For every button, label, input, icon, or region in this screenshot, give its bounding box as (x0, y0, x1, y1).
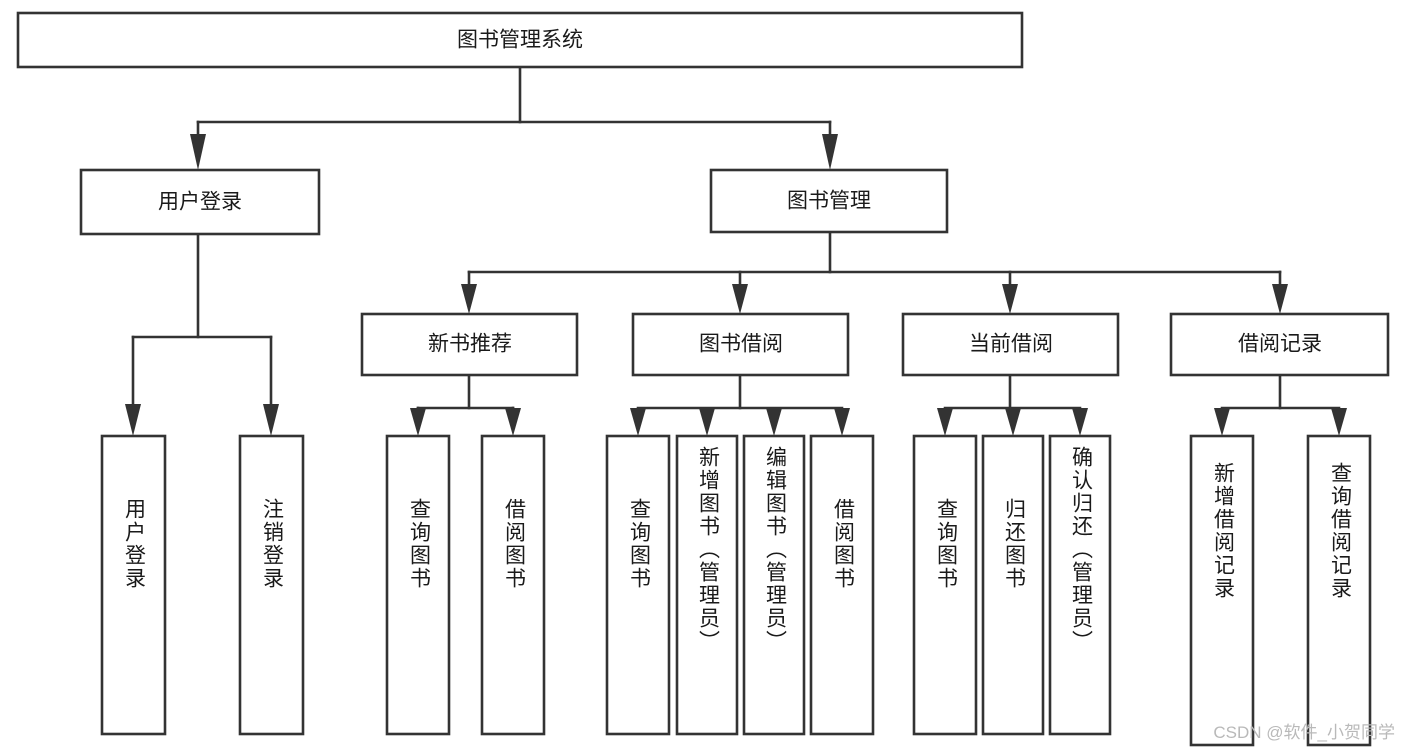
arrow-to-leaf-borrow-book-2 (834, 408, 850, 436)
arrow-to-leaf-logout-login (263, 404, 279, 436)
node-leaf-logout-login[interactable]: 注销登录 (238, 434, 305, 736)
node-borrow-record[interactable]: 借阅记录 (1169, 312, 1390, 377)
arrow-to-user-login (190, 134, 206, 170)
node-leaf-add-book[interactable]: 新增图书（管理员） (675, 434, 739, 736)
arrow-to-current-borrow (1002, 284, 1018, 314)
node-leaf-borrow-book-1[interactable]: 借阅图书 (480, 434, 546, 736)
node-leaf-edit-book-label: 编辑图书（管理员） (763, 446, 787, 653)
arrow-to-leaf-query-book-3 (937, 408, 953, 436)
node-leaf-logout-login-box[interactable] (238, 434, 305, 736)
arrow-to-leaf-add-record (1214, 408, 1230, 436)
node-leaf-logout-login-label: 注销登录 (260, 498, 284, 590)
arrow-to-leaf-edit-book (766, 408, 782, 436)
node-new-book-rec[interactable]: 新书推荐 (360, 312, 579, 377)
node-leaf-edit-book-box[interactable] (742, 434, 806, 736)
node-leaf-query-book-3-box[interactable] (912, 434, 978, 736)
node-leaf-query-record[interactable]: 查询借阅记录 (1306, 434, 1372, 747)
arrow-to-new-book-rec (461, 284, 477, 314)
node-leaf-query-book-2-box[interactable] (605, 434, 671, 736)
node-root-label: 图书管理系统 (457, 29, 583, 52)
arrow-to-leaf-query-book-2 (630, 408, 646, 436)
node-leaf-query-record-box[interactable] (1306, 434, 1372, 747)
arrow-to-borrow-record (1272, 284, 1288, 314)
node-leaf-confirm-return-box[interactable] (1048, 434, 1112, 736)
node-leaf-borrow-book-2-box[interactable] (809, 434, 875, 736)
node-leaf-query-book-1[interactable]: 查询图书 (385, 434, 451, 736)
node-current-borrow-label: 当前借阅 (969, 333, 1053, 356)
node-leaf-return-book-box[interactable] (981, 434, 1045, 736)
node-new-book-rec-box[interactable] (360, 312, 579, 377)
node-root[interactable]: 图书管理系统 (16, 11, 1024, 69)
arrow-to-leaf-query-book-1 (410, 408, 426, 436)
node-book-manage-label: 图书管理 (787, 190, 871, 213)
node-new-book-rec-label: 新书推荐 (428, 333, 512, 356)
node-leaf-borrow-book-2[interactable]: 借阅图书 (809, 434, 875, 736)
arrow-to-leaf-add-book (699, 408, 715, 436)
node-leaf-borrow-book-2-label: 借阅图书 (831, 498, 855, 590)
node-user-login[interactable]: 用户登录 (79, 168, 321, 236)
node-user-login-label: 用户登录 (158, 191, 242, 214)
arrow-to-leaf-return-book (1005, 408, 1021, 436)
arrow-to-leaf-borrow-book-1 (505, 408, 521, 436)
node-book-borrow-label: 图书借阅 (699, 333, 783, 356)
node-leaf-add-record-box[interactable] (1189, 434, 1255, 747)
node-current-borrow-box[interactable] (901, 312, 1120, 377)
node-book-borrow-box[interactable] (631, 312, 850, 377)
node-leaf-add-record[interactable]: 新增借阅记录 (1189, 434, 1255, 747)
node-book-manage[interactable]: 图书管理 (709, 168, 949, 234)
node-leaf-query-book-3-label: 查询图书 (934, 498, 958, 590)
node-leaf-add-book-label: 新增图书（管理员） (696, 446, 720, 653)
node-root-box[interactable] (16, 11, 1024, 69)
node-leaf-query-record-label: 查询借阅记录 (1328, 462, 1352, 600)
arrow-to-leaf-user-login (125, 404, 141, 436)
node-leaf-edit-book[interactable]: 编辑图书（管理员） (742, 434, 806, 736)
node-leaf-query-book-2-label: 查询图书 (627, 498, 651, 590)
node-leaf-user-login-label: 用户登录 (122, 498, 146, 590)
arrow-to-book-borrow (732, 284, 748, 314)
node-current-borrow[interactable]: 当前借阅 (901, 312, 1120, 377)
node-leaf-add-record-label: 新增借阅记录 (1211, 462, 1235, 600)
arrow-to-leaf-confirm-return (1072, 408, 1088, 436)
node-leaf-user-login[interactable]: 用户登录 (100, 434, 167, 736)
node-leaf-confirm-return-label: 确认归还（管理员） (1069, 446, 1093, 653)
node-leaf-query-book-1-box[interactable] (385, 434, 451, 736)
node-leaf-add-book-box[interactable] (675, 434, 739, 736)
node-leaf-user-login-box[interactable] (100, 434, 167, 736)
node-leaf-query-book-3[interactable]: 查询图书 (912, 434, 978, 736)
node-leaf-return-book-label: 归还图书 (1002, 498, 1026, 590)
node-leaf-return-book[interactable]: 归还图书 (981, 434, 1045, 736)
node-book-borrow[interactable]: 图书借阅 (631, 312, 850, 377)
arrow-to-leaf-query-record (1331, 408, 1347, 436)
node-borrow-record-box[interactable] (1169, 312, 1390, 377)
node-leaf-borrow-book-1-label: 借阅图书 (502, 498, 526, 590)
node-book-manage-box[interactable] (709, 168, 949, 234)
node-leaf-query-book-2[interactable]: 查询图书 (605, 434, 671, 736)
node-leaf-query-book-1-label: 查询图书 (407, 498, 431, 590)
node-user-login-box[interactable] (79, 168, 321, 236)
arrow-to-book-manage (822, 134, 838, 170)
node-borrow-record-label: 借阅记录 (1238, 333, 1322, 356)
node-leaf-borrow-book-1-box[interactable] (480, 434, 546, 736)
connectors-group (125, 65, 1347, 436)
node-leaf-confirm-return[interactable]: 确认归还（管理员） (1048, 434, 1112, 736)
